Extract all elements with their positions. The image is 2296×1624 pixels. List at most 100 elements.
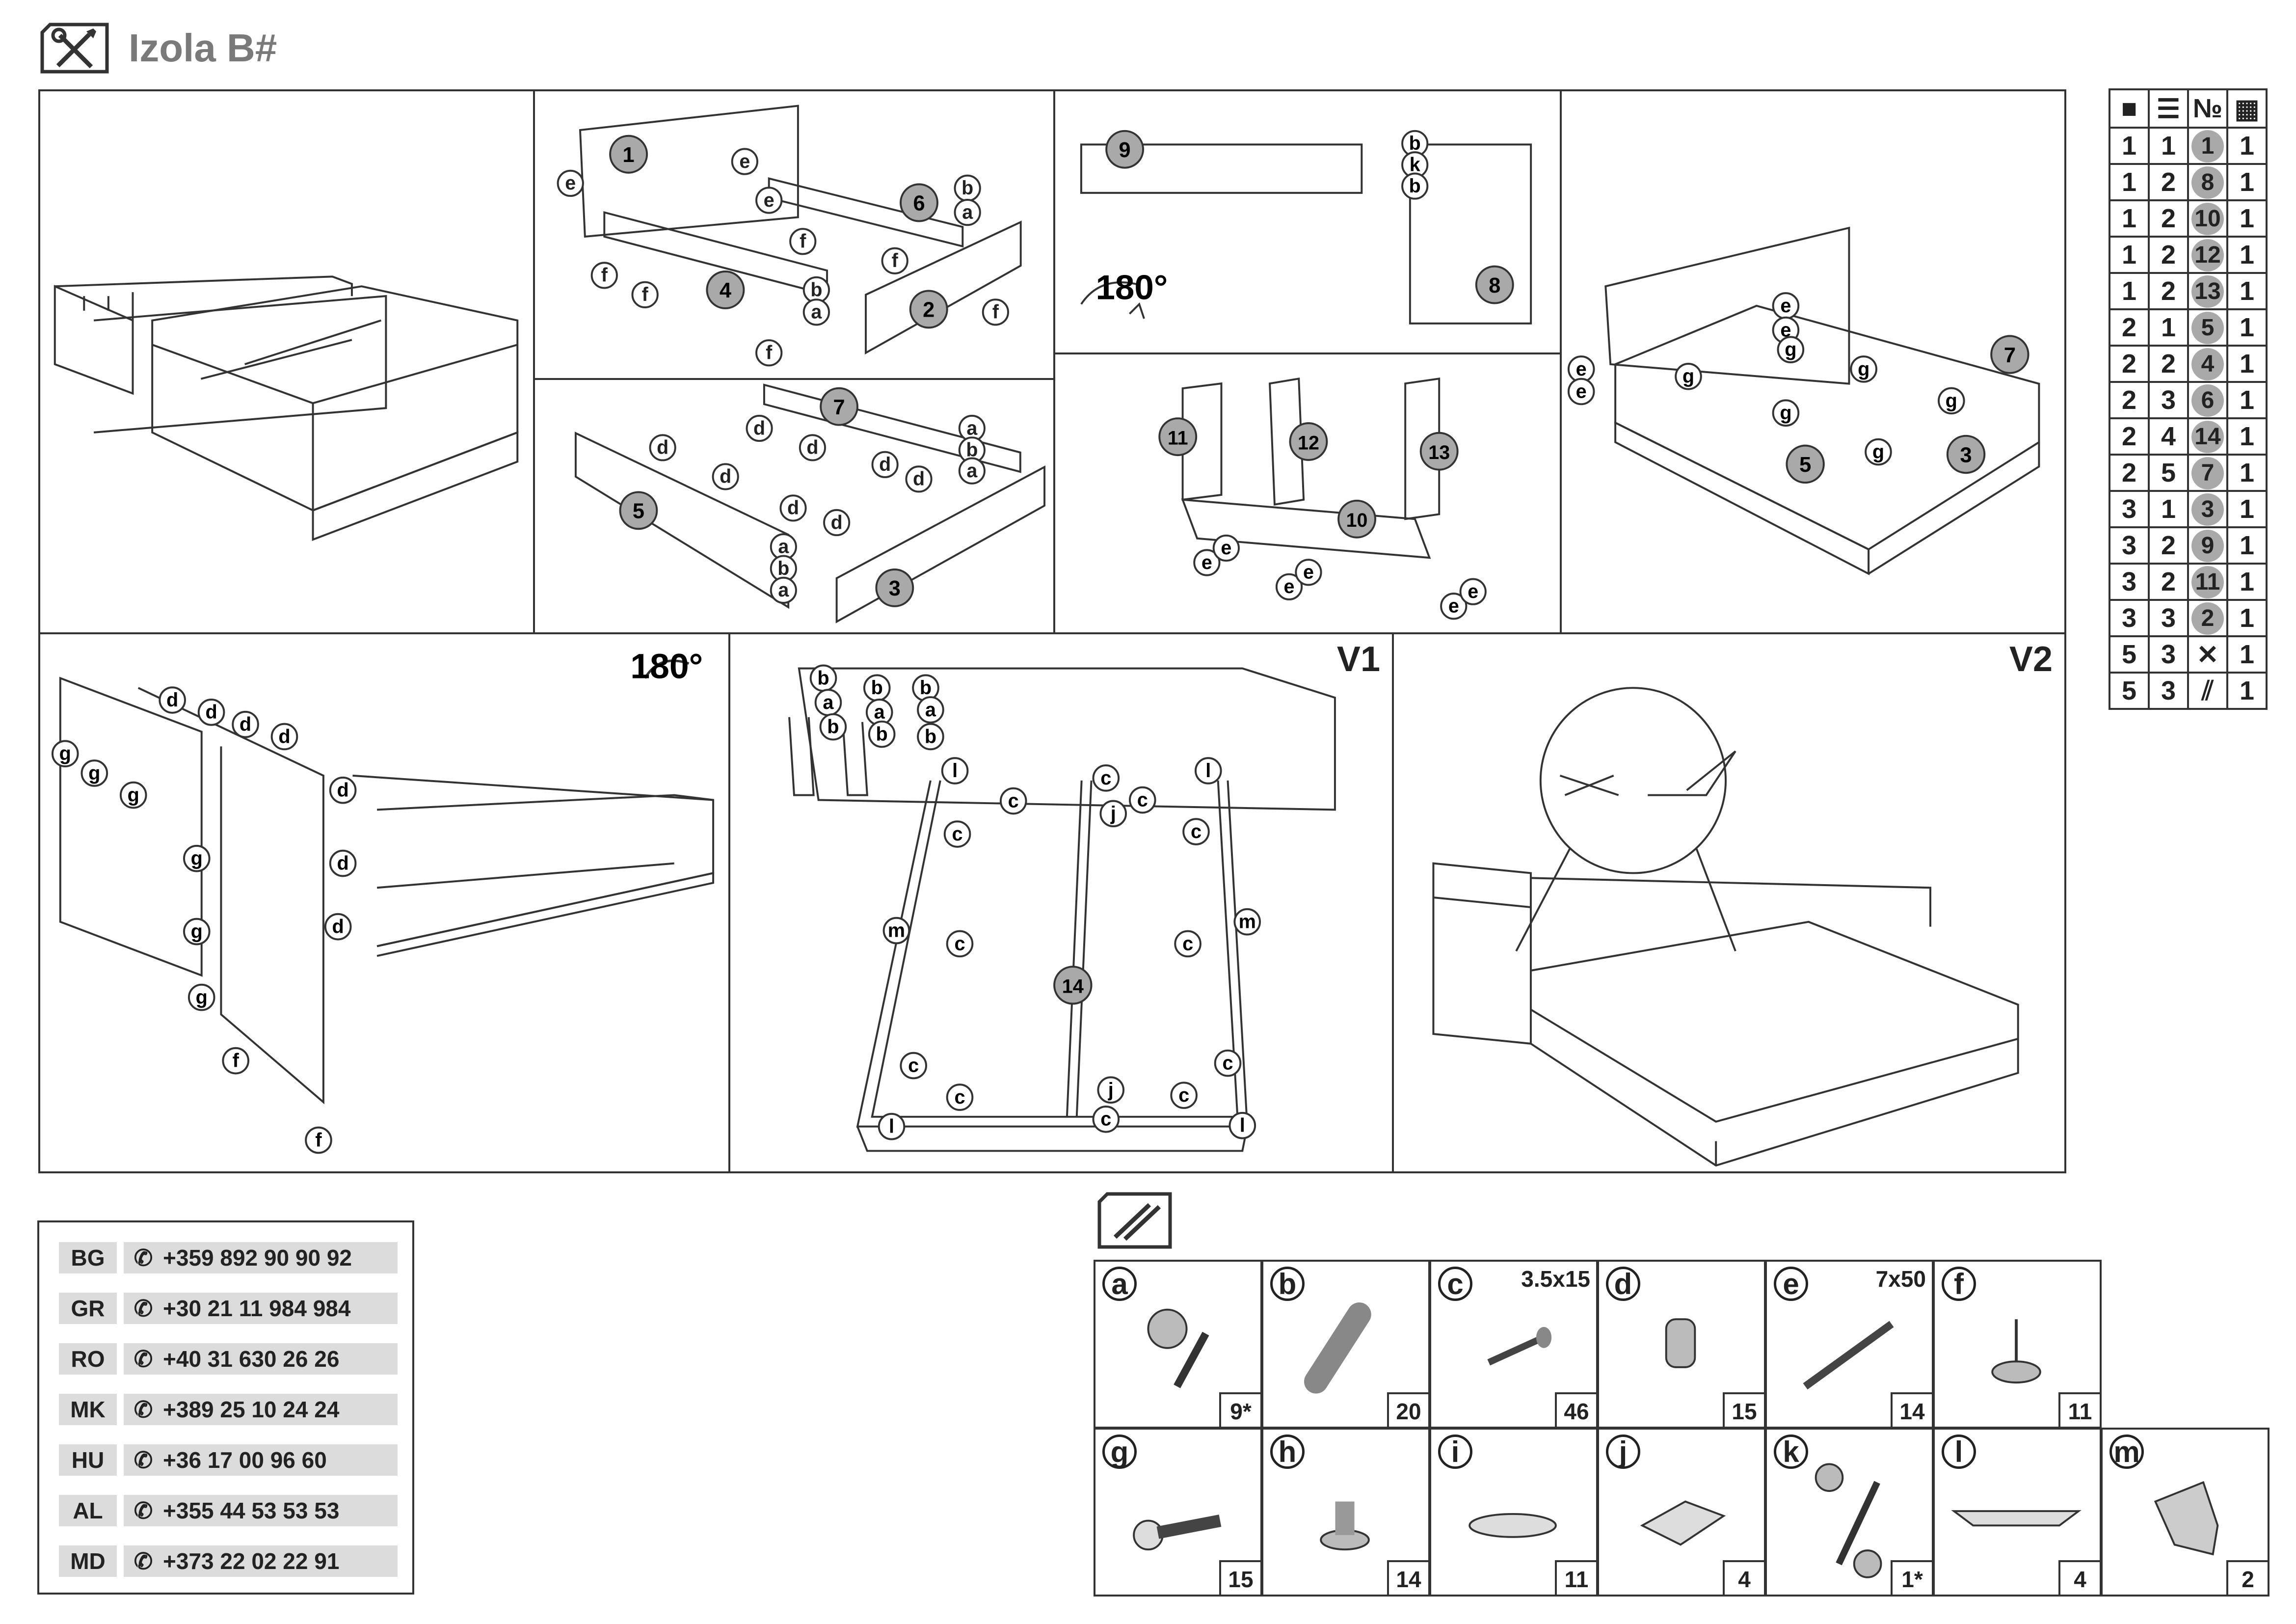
package-cell: 2	[2109, 345, 2150, 383]
svg-text:5: 5	[1799, 453, 1811, 477]
svg-text:14: 14	[1062, 976, 1084, 998]
pack-cell: 2	[2148, 345, 2189, 383]
svg-text:b: b	[961, 177, 973, 199]
country-code: MD	[59, 1545, 117, 1577]
svg-text:7: 7	[833, 396, 845, 419]
phone-row: HU✆+36 17 00 96 60	[59, 1444, 398, 1476]
part-number-badge: 9	[2191, 529, 2224, 562]
assembled-bed-illustration	[53, 275, 519, 541]
part-number: 1	[2187, 127, 2228, 165]
package-cell: 1	[2109, 199, 2150, 238]
package-cell: 3	[2109, 526, 2150, 565]
svg-text:7: 7	[2004, 343, 2016, 367]
frame-with-panels-illustration: 7 5 3 e e e e g g g g g g	[1567, 226, 2040, 575]
pack-cell: 4	[2148, 417, 2189, 456]
hardware-c-icon	[1487, 1326, 1552, 1366]
svg-text:1: 1	[623, 143, 635, 167]
svg-text:b: b	[925, 726, 936, 747]
svg-text:3: 3	[1960, 443, 1972, 467]
pack-cell: 1	[2148, 308, 2189, 347]
hardware-qty: 14	[1387, 1560, 1428, 1595]
svg-text:g: g	[1858, 358, 1869, 380]
svg-text:f: f	[892, 250, 899, 271]
svg-text:3: 3	[889, 577, 901, 600]
svg-text:c: c	[1137, 789, 1148, 811]
rotate-label: 180°	[1095, 269, 1168, 307]
phone-number[interactable]: ✆+359 892 90 90 92	[124, 1242, 398, 1273]
qty-cell: 1	[2226, 272, 2268, 310]
part-number: 5	[2187, 308, 2228, 347]
part-number: 10	[2187, 199, 2228, 238]
svg-text:c: c	[1100, 767, 1111, 789]
hardware-b-icon	[1304, 1302, 1371, 1394]
step-panel-headboard-1: 180° 9 8 b k b	[1053, 89, 1562, 354]
svg-text:d: d	[753, 417, 765, 439]
part-number: 4	[2187, 345, 2228, 383]
hardware-qty: 4	[1723, 1560, 1764, 1595]
hardware-qty: 15	[1723, 1392, 1764, 1427]
svg-text:9: 9	[1119, 138, 1131, 162]
qty-cell: 1	[2226, 236, 2268, 274]
svg-text:b: b	[817, 667, 829, 689]
phone-number[interactable]: ✆+36 17 00 96 60	[124, 1444, 398, 1476]
pack-cell: 5	[2148, 454, 2189, 492]
phone-number-text: +373 22 02 22 91	[163, 1548, 340, 1574]
number-header: №	[2187, 88, 2228, 129]
svg-text:b: b	[810, 279, 822, 300]
hardware-letter: d	[1606, 1267, 1640, 1301]
part-number: 9	[2187, 526, 2228, 565]
package-cell: 5	[2109, 672, 2150, 710]
svg-text:a: a	[966, 417, 978, 439]
svg-text:b: b	[1409, 133, 1421, 154]
svg-text:b: b	[966, 439, 978, 461]
phone-icon: ✆	[133, 1346, 153, 1372]
pack-cell: 2	[2148, 272, 2189, 310]
svg-text:b: b	[871, 677, 883, 699]
svg-text:g: g	[1682, 366, 1694, 387]
svg-text:g: g	[88, 762, 100, 784]
phone-number[interactable]: ✆+355 44 53 53 53	[124, 1495, 398, 1526]
svg-text:e: e	[1448, 595, 1459, 617]
qty-cell: 1	[2226, 345, 2268, 383]
pack-cell: 1	[2148, 490, 2189, 528]
hardware-l-icon	[1951, 1510, 2082, 1527]
phone-number[interactable]: ✆+30 21 11 984 984	[124, 1293, 398, 1324]
svg-text:e: e	[565, 172, 576, 194]
svg-text:f: f	[601, 265, 608, 286]
part-number: ✕	[2187, 635, 2228, 674]
part-number: 11	[2187, 563, 2228, 601]
phone-number[interactable]: ✆+40 31 630 26 26	[124, 1343, 398, 1375]
phone-row: MD✆+373 22 02 22 91	[59, 1545, 398, 1577]
svg-text:g: g	[1785, 339, 1796, 360]
part-number-badge: 6	[2191, 384, 2224, 417]
phone-number[interactable]: ✆+389 25 10 24 24	[124, 1394, 398, 1425]
phone-number-text: +30 21 11 984 984	[163, 1296, 351, 1321]
hardware-icon	[1097, 1192, 1172, 1249]
part-number: 7	[2187, 454, 2228, 492]
svg-text:g: g	[191, 920, 203, 942]
svg-text:b: b	[876, 723, 888, 745]
hardware-qty: 2	[2226, 1560, 2268, 1595]
hardware-item-d: d 15	[1597, 1260, 1766, 1429]
part-number-badge: 7	[2191, 457, 2224, 489]
svg-text:m: m	[1239, 911, 1256, 933]
nightstand-illustration: 11 12 13 10 e e e e e e	[1158, 377, 1487, 620]
svg-text:l: l	[889, 1116, 894, 1137]
package-cell: 2	[2109, 308, 2150, 347]
hardware-qty: 14	[1891, 1392, 1932, 1427]
step-panel-frame-2: 5 7 3 d d d d d d d d a b a a b a	[533, 378, 1055, 634]
step-panel-headboard-2: 11 12 13 10 e e e e e e	[1053, 352, 1562, 634]
svg-text:10: 10	[1346, 510, 1368, 531]
qty-cell: 1	[2226, 672, 2268, 710]
svg-text:b: b	[920, 677, 932, 699]
svg-text:d: d	[332, 916, 344, 938]
hardware-letter: j	[1606, 1435, 1640, 1469]
part-number-badge: 5	[2191, 311, 2224, 344]
phone-number[interactable]: ✆+373 22 02 22 91	[124, 1545, 398, 1577]
